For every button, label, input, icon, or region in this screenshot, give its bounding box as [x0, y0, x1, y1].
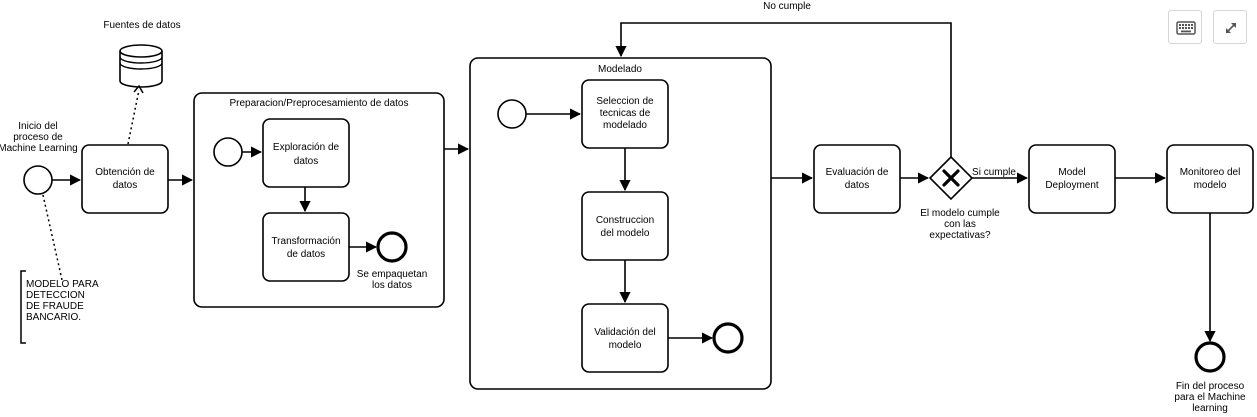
task-seleccion-label-line: tecnicas de	[600, 108, 651, 119]
task-transformacion-label-line: Transformación	[271, 236, 340, 247]
data-association-arrowhead	[133, 84, 144, 94]
annotation-text-line: MODELO PARA	[26, 279, 99, 290]
task-exploracion-label: Exploración de datos	[273, 142, 340, 167]
keyboard-icon	[1176, 21, 1196, 35]
task-obtencion-label-line: datos	[113, 180, 137, 191]
no-cumple-label-line: No cumple	[763, 1, 811, 12]
expand-icon	[1226, 23, 1236, 33]
task-evaluacion[interactable]	[813, 144, 901, 214]
task-validacion-label-line: Validación del	[594, 327, 656, 338]
task-seleccion-label-line: modelado	[603, 120, 647, 131]
task-obtencion[interactable]	[81, 144, 169, 214]
data-source-label: Fuentes de datos	[103, 20, 180, 31]
task-transformacion-label-line: de datos	[287, 249, 325, 260]
task-monitoreo[interactable]	[1166, 144, 1254, 214]
data-store-icon[interactable]	[119, 44, 163, 88]
task-obtencion-label-line: Obtención de	[95, 167, 155, 178]
model-pool-title-line: Modelado	[598, 64, 642, 75]
data-association	[127, 89, 140, 145]
task-validacion-label-line: modelo	[609, 340, 642, 351]
task-obtencion-label: Obtención de datos	[95, 167, 155, 191]
end-event-label-line: Fin del proceso	[1176, 381, 1245, 392]
start-event-label-line: Machine Learning	[0, 143, 78, 154]
annotation-association	[42, 194, 63, 281]
annotation-text-line: BANCARIO.	[26, 312, 81, 323]
task-deployment[interactable]	[1028, 144, 1116, 214]
task-validacion[interactable]	[581, 303, 669, 373]
end-event-label-line: learning	[1192, 403, 1228, 414]
model-start-event[interactable]	[497, 99, 527, 129]
gateway-label-line: expectativas?	[929, 230, 991, 241]
task-exploracion-label-line: Exploración de	[273, 142, 340, 153]
annotation-text-line: DETECCION	[26, 290, 85, 301]
fullscreen-button[interactable]	[1213, 10, 1247, 44]
annotation-text-line: DE FRAUDE	[26, 301, 84, 312]
task-seleccion-label-line: Seleccion de	[596, 96, 654, 107]
prep-end-label-line: Se empaquetan	[357, 269, 428, 280]
task-transformacion[interactable]	[262, 212, 350, 282]
si-cumple-label-line: Si cumple	[972, 167, 1016, 178]
si-cumple-label: Si cumple	[972, 167, 1016, 178]
prep-end-label-line: los datos	[372, 280, 412, 291]
keyboard-button[interactable]	[1168, 10, 1202, 44]
start-event-label-line: proceso de	[13, 132, 63, 143]
flow-no-cumple-loop	[615, 22, 952, 157]
model-pool-title: Modelado	[598, 64, 642, 75]
task-monitoreo-label: Monitoreo del modelo	[1180, 167, 1241, 191]
task-deployment-label-line: Deployment	[1045, 180, 1099, 191]
prep-pool-title-line: Preparacion/Preprocesamiento de datos	[230, 98, 409, 109]
no-cumple-label: No cumple	[763, 1, 811, 12]
task-construccion-label-line: Construccion	[596, 215, 654, 226]
task-construccion-label: Construccion del modelo	[596, 215, 654, 239]
task-transformacion-label: Transformación de datos	[271, 236, 340, 260]
end-event-label-line: para el Machine	[1174, 392, 1246, 403]
start-event[interactable]	[23, 165, 53, 195]
prep-end-event[interactable]	[376, 231, 408, 263]
task-evaluacion-label: Evaluación de datos	[826, 167, 889, 191]
task-deployment-label-line: Model	[1058, 167, 1085, 178]
start-event-label-line: Inicio del	[18, 121, 57, 132]
gateway-label-line: El modelo cumple	[920, 208, 1000, 219]
task-construccion[interactable]	[581, 191, 669, 261]
end-event[interactable]	[1194, 341, 1226, 373]
data-source-label-line: Fuentes de datos	[103, 20, 180, 31]
task-exploracion-label-line: datos	[294, 156, 318, 167]
task-validacion-label: Validación del modelo	[594, 327, 656, 351]
prep-start-event[interactable]	[213, 137, 243, 167]
model-end-event[interactable]	[712, 322, 744, 354]
prep-pool-title: Preparacion/Preprocesamiento de datos	[230, 98, 409, 109]
task-monitoreo-label-line: Monitoreo del	[1180, 167, 1241, 178]
task-evaluacion-label-line: datos	[845, 180, 869, 191]
task-monitoreo-label-line: modelo	[1194, 180, 1227, 191]
exclusive-gateway[interactable]	[928, 155, 974, 201]
task-construccion-label-line: del modelo	[601, 228, 650, 239]
annotation-bracket	[20, 270, 26, 344]
task-exploracion[interactable]	[262, 118, 350, 188]
task-evaluacion-label-line: Evaluación de	[826, 167, 889, 178]
gateway-label-line: con las	[944, 219, 976, 230]
